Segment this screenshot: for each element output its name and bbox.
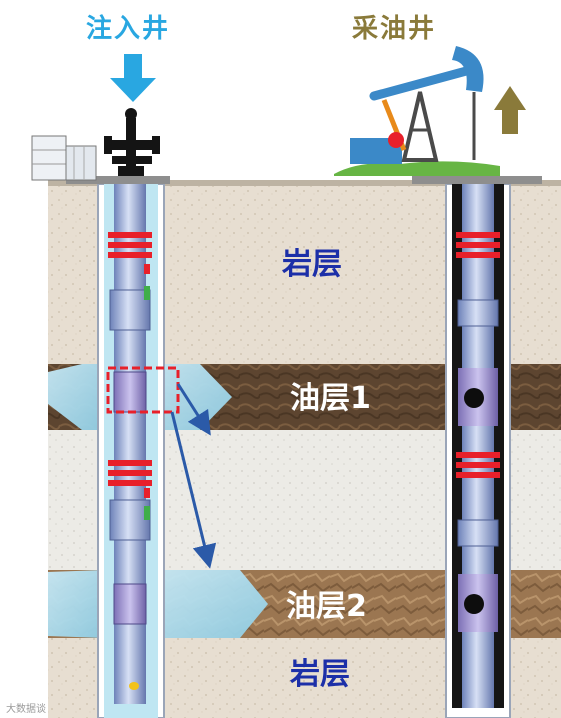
down-arrow-icon <box>110 54 156 102</box>
injection-surface <box>31 54 170 184</box>
yellow-marker <box>129 682 139 690</box>
water-distributor-2 <box>113 583 147 625</box>
surface-platform-right <box>412 176 542 184</box>
water-zone-2-right <box>158 570 268 638</box>
injection-well <box>97 183 217 718</box>
rock-layer-upper-label: 岩层 <box>282 247 342 282</box>
production-well-title: 采油井 <box>352 14 437 44</box>
wellhead-valve-icon <box>104 108 160 176</box>
water-zone-2-left <box>48 570 104 638</box>
ground-surface <box>48 180 561 186</box>
production-well <box>445 183 511 718</box>
mandrel-lower <box>109 499 151 541</box>
watermark: 大数据谈 <box>6 704 46 715</box>
production-joint-1 <box>457 299 499 327</box>
production-seal-2 <box>456 452 500 478</box>
rock-layer-lower-label: 岩层 <box>290 657 350 692</box>
red-valve-1 <box>144 264 150 274</box>
production-joint-2 <box>457 519 499 547</box>
injection-well-title: 注入井 <box>86 14 171 44</box>
pump-jack-icon <box>350 46 484 164</box>
oil-layer-2-label: 油层2 <box>286 589 367 624</box>
injection-tubing <box>114 184 146 704</box>
production-seal-1 <box>456 232 500 258</box>
grass-patch <box>334 161 500 176</box>
water-tank-icon <box>31 135 97 181</box>
flow-arrow-1 <box>176 383 211 436</box>
packer-seal-1 <box>108 232 152 258</box>
flow-arrow-2 <box>170 411 217 569</box>
oil-layer-1-label: 油层1 <box>290 381 371 416</box>
perforation-hole-1 <box>464 388 484 408</box>
perforation-hole-2 <box>464 594 484 614</box>
water-zone-1-left <box>48 364 104 430</box>
green-valve-1 <box>144 286 150 300</box>
mandrel-upper <box>109 289 151 331</box>
production-surface <box>334 46 542 184</box>
water-distributor-1 <box>113 371 147 413</box>
bottom-plug <box>114 660 146 704</box>
surface-platform-left <box>66 176 170 184</box>
packer-seal-2 <box>108 460 152 486</box>
highlight-box <box>106 366 180 414</box>
green-valve-2 <box>144 506 150 520</box>
up-arrow-icon <box>494 86 526 134</box>
red-valve-2 <box>144 488 150 498</box>
